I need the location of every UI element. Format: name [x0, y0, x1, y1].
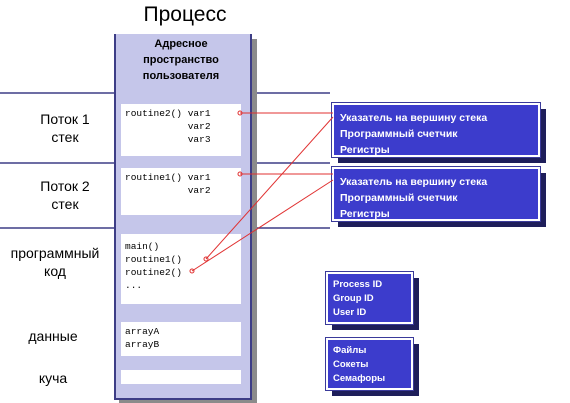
thread1-stack-pointer: Указатель на вершину стека: [340, 112, 488, 124]
column-header-line-3: пользователя: [142, 70, 220, 82]
heap-label-line-1: куча: [38, 370, 68, 386]
program-code-label-line-1: программный: [10, 245, 100, 261]
data-segment: arrayA arrayB: [121, 322, 241, 356]
thread2-stack-pointer: Указатель на вершину стека: [340, 176, 488, 188]
heap-segment: [121, 370, 241, 384]
group-id: Group ID: [333, 293, 374, 304]
process-ids-box: Process ID Group ID User ID: [325, 271, 414, 325]
thread1-registers: Регистры: [340, 144, 390, 156]
sockets-item: Сокеты: [333, 359, 369, 370]
heap-label: куча: [8, 369, 98, 387]
thread1-label: Поток 1 стек: [20, 110, 110, 146]
thread2-stack-segment: routine1() var1 var2: [121, 168, 241, 215]
thread1-program-counter: Программный счетчик: [340, 128, 458, 140]
thread1-label-line-2: стек: [51, 129, 79, 145]
column-header: Адресное пространство пользователя: [116, 36, 246, 84]
thread2-label: Поток 2 стек: [20, 177, 110, 213]
data-label-line-1: данные: [28, 328, 78, 344]
files-item: Файлы: [333, 345, 367, 356]
process-id: Process ID: [333, 279, 383, 290]
thread1-label-line-1: Поток 1: [40, 111, 90, 127]
program-code-label: программный код: [0, 244, 110, 280]
thread2-context-box: Указатель на вершину стека Программный с…: [331, 166, 541, 222]
program-code-segment: main() routine1() routine2() ...: [121, 234, 241, 304]
thread2-label-line-1: Поток 2: [40, 178, 90, 194]
thread1-context-box: Указатель на вершину стека Программный с…: [331, 102, 541, 158]
thread1-stack-segment: routine2() var1 var2 var3: [121, 104, 241, 156]
program-code-label-line-2: код: [44, 263, 66, 279]
column-header-line-1: Адресное: [154, 38, 208, 50]
semaphores-item: Семафоры: [333, 373, 386, 384]
resources-box: Файлы Сокеты Семафоры: [325, 337, 414, 391]
diagram-title: Процесс: [143, 3, 227, 26]
data-label: данные: [8, 327, 98, 345]
thread2-program-counter: Программный счетчик: [340, 192, 458, 204]
thread2-label-line-2: стек: [51, 196, 79, 212]
user-id: User ID: [333, 307, 367, 318]
thread2-registers: Регистры: [340, 208, 390, 220]
column-header-line-2: пространство: [143, 54, 219, 66]
